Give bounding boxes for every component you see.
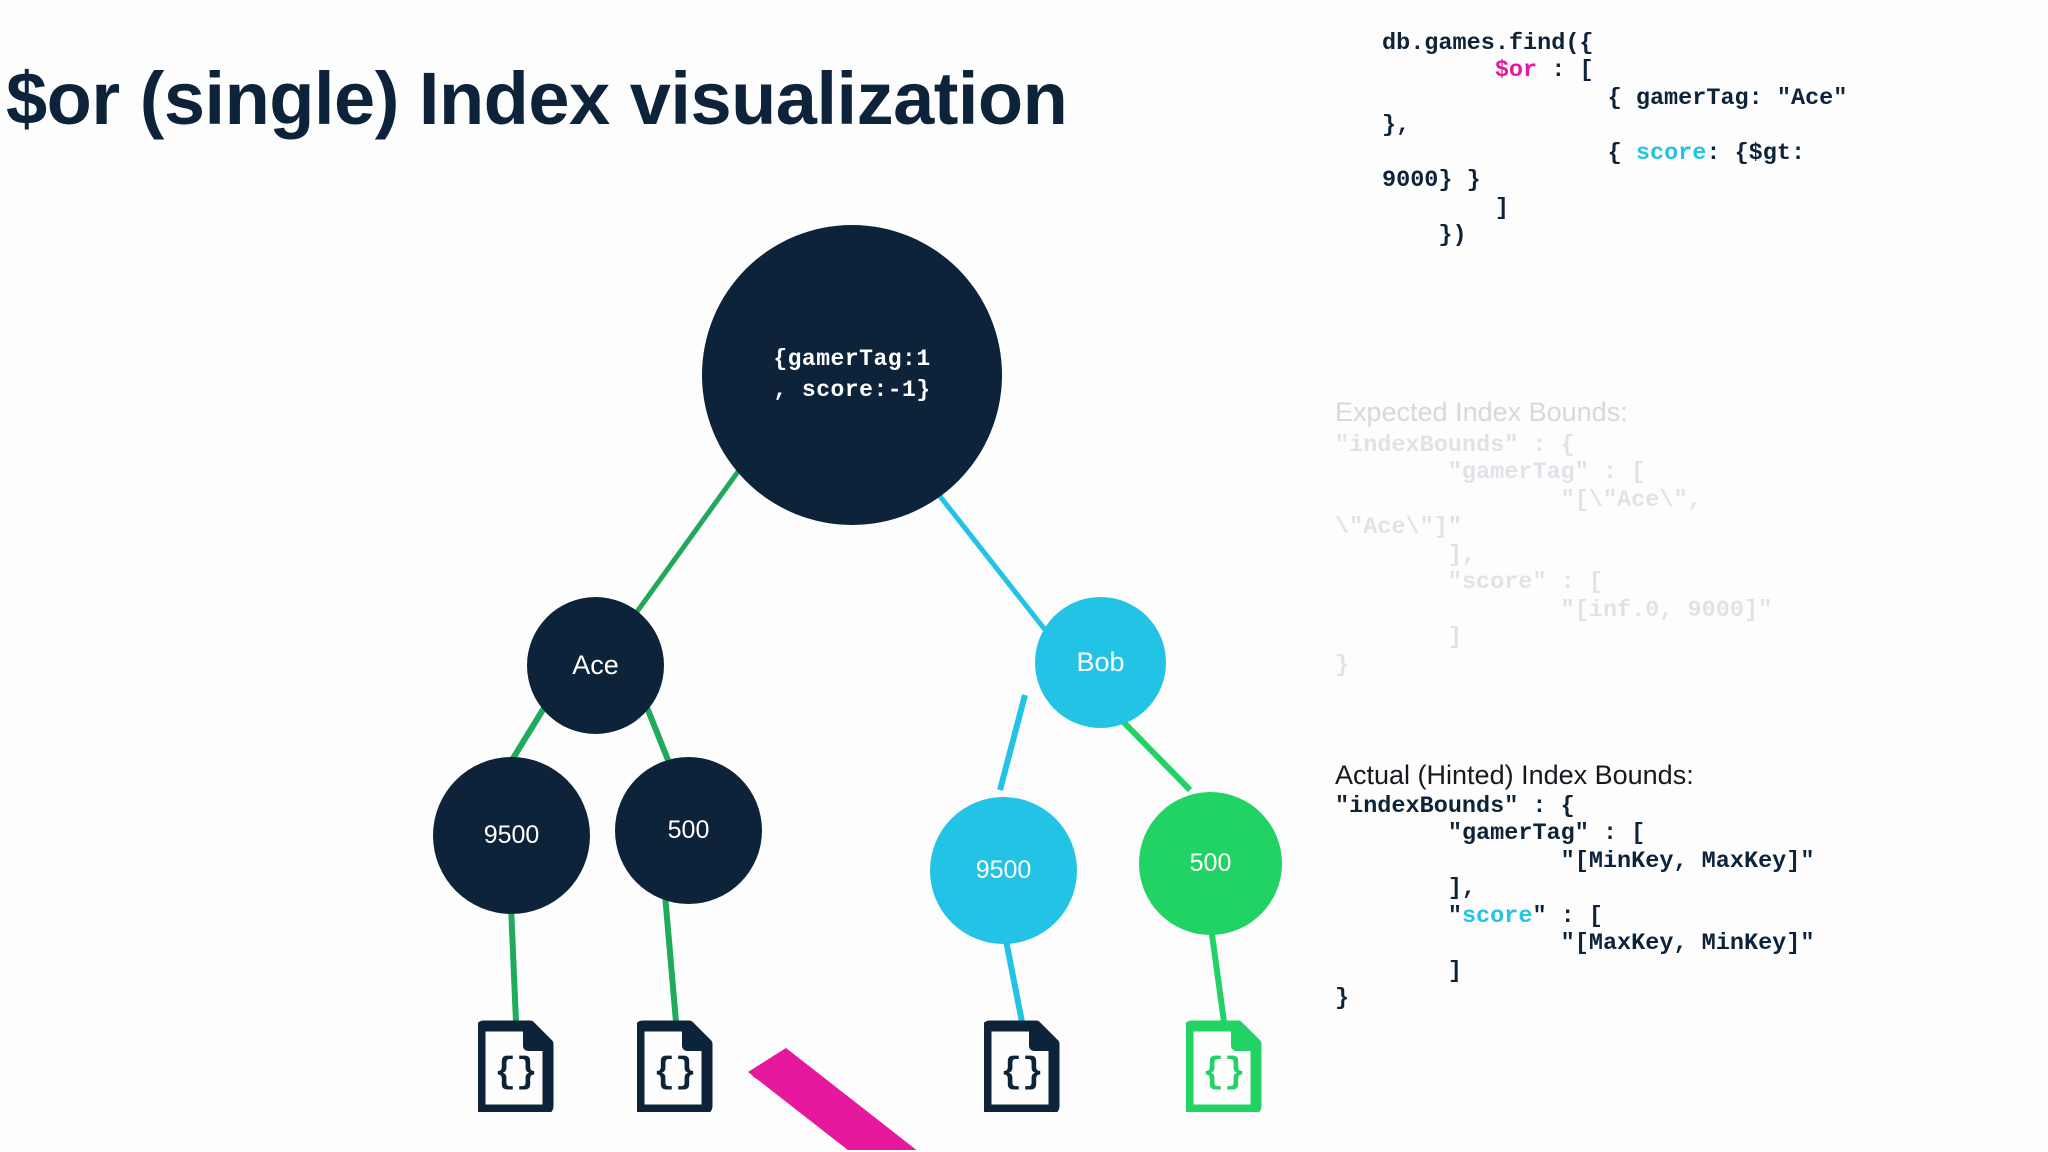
tree-node-bob-label: Bob xyxy=(1076,647,1125,677)
query-score-suffix: : {$gt: xyxy=(1706,139,1806,167)
query-line-gamertag: { gamerTag: "Ace" xyxy=(1382,84,1848,112)
query-line-close1: }, xyxy=(1382,112,1411,140)
query-or-indent xyxy=(1382,57,1495,84)
query-line-1: db.games.find({ xyxy=(1382,30,1594,57)
svg-text:{}: {} xyxy=(494,1052,537,1093)
edge-500-doc4 xyxy=(1207,919,1227,1023)
tree-node-500-right-label: 500 xyxy=(1189,849,1232,877)
expected-bounds-code: "indexBounds" : { "gamerTag" : [ "[\"Ace… xyxy=(1335,432,1773,679)
document-icon-4[interactable]: {} xyxy=(1182,1020,1262,1117)
actual-gamertag-key: gamerTag xyxy=(1461,820,1575,848)
svg-text:{}: {} xyxy=(1000,1052,1043,1093)
tree-node-9500-left-label: 9500 xyxy=(483,821,540,849)
query-code-block: db.games.find({ $or : [ { gamerTag: "Ace… xyxy=(1382,30,2042,250)
actual-gamertag-rest: " : [ xyxy=(1574,820,1646,848)
tree-node-root[interactable]: {gamerTag:1 , score:-1} xyxy=(702,225,1002,525)
actual-line-6: "[MaxKey, MinKey]" xyxy=(1335,930,1815,958)
query-line-bracket: ] xyxy=(1382,194,1509,222)
index-tree-diagram: {gamerTag:1 , score:-1} Ace Bob 9500 500… xyxy=(0,190,1330,1150)
edge-bob-9500 xyxy=(997,694,1028,791)
tree-node-bob[interactable]: Bob xyxy=(1035,597,1166,728)
query-score-indent: { xyxy=(1382,139,1636,167)
svg-text:{}: {} xyxy=(1202,1052,1245,1093)
actual-line-3: "[MinKey, MaxKey]" xyxy=(1335,847,1815,875)
tree-node-500-left-label: 500 xyxy=(667,816,710,844)
document-icon-1[interactable]: {} xyxy=(474,1020,554,1117)
actual-gamertag-indent: " xyxy=(1335,820,1462,848)
tree-node-root-line1: {gamerTag:1 , score:-1} xyxy=(773,346,931,403)
actual-score-indent: " xyxy=(1335,902,1462,930)
tree-node-ace[interactable]: Ace xyxy=(527,597,664,734)
actual-line-8: } xyxy=(1335,985,1350,1013)
tree-node-500-left[interactable]: 500 xyxy=(615,757,762,904)
pink-arrow xyxy=(748,1048,917,1150)
tree-node-ace-label: Ace xyxy=(572,650,619,680)
tree-node-500-right[interactable]: 500 xyxy=(1139,792,1282,935)
svg-text:{}: {} xyxy=(653,1052,696,1093)
query-or-key: $or xyxy=(1494,57,1538,85)
document-icon-2[interactable]: {} xyxy=(633,1020,713,1117)
actual-line-4: ], xyxy=(1335,875,1477,903)
query-score-key: score xyxy=(1635,139,1707,167)
edge-500-doc2 xyxy=(661,882,679,1023)
tree-node-9500-right[interactable]: 9500 xyxy=(930,797,1077,944)
actual-bounds-header: Actual (Hinted) Index Bounds: xyxy=(1335,760,1694,790)
page-title: $or (single) Index visualization xyxy=(6,57,1068,140)
code-panel: db.games.find({ $or : [ { gamerTag: "Ace… xyxy=(1330,0,2048,1152)
expected-bounds-header: Expected Index Bounds: xyxy=(1335,397,1628,427)
query-after-or: : [ xyxy=(1537,57,1594,85)
tree-node-9500-right-label: 9500 xyxy=(975,856,1032,884)
document-icon-3[interactable]: {} xyxy=(980,1020,1060,1117)
actual-line-1: "indexBounds" : { xyxy=(1335,793,1575,820)
query-line-9000: 9000} } xyxy=(1382,167,1481,195)
actual-score-key: score xyxy=(1461,902,1533,930)
tree-node-9500-left[interactable]: 9500 xyxy=(433,757,590,914)
query-line-end: }) xyxy=(1382,222,1467,250)
actual-score-rest: " : [ xyxy=(1532,902,1603,930)
actual-bounds-code: "indexBounds" : { "gamerTag" : [ "[MinKe… xyxy=(1335,793,2035,1013)
actual-line-7: ] xyxy=(1335,957,1462,985)
